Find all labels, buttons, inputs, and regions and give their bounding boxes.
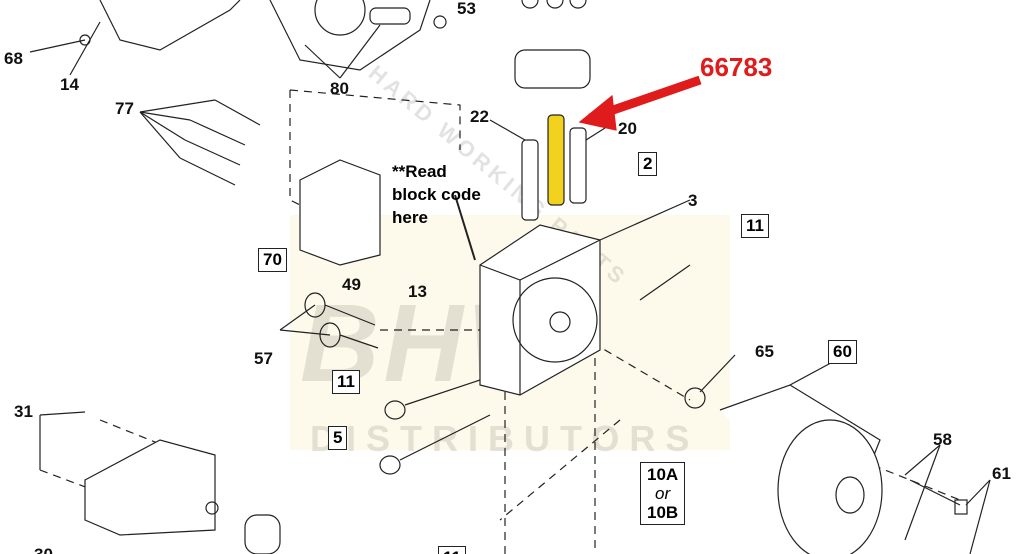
boxed-label-60: 60 bbox=[828, 340, 857, 364]
label-61: 61 bbox=[992, 464, 1011, 483]
highlighted-cartridge-66783 bbox=[547, 114, 565, 206]
watermark-bottom-text: DISTRIBUTORS bbox=[310, 418, 699, 460]
label-77: 77 bbox=[115, 99, 134, 118]
part-number-callout: 66783 bbox=[700, 52, 773, 82]
boxed-label-11-bottom: 11 bbox=[438, 546, 466, 554]
label-10b: 10B bbox=[647, 503, 679, 522]
note-line-1: **Read bbox=[392, 162, 447, 181]
label-or: or bbox=[655, 484, 671, 503]
label-14: 14 bbox=[60, 75, 79, 94]
label-20: 20 bbox=[618, 119, 637, 138]
label-49: 49 bbox=[342, 275, 361, 294]
label-3: 3 bbox=[688, 191, 698, 210]
boxed-label-10a-or-10b: 10A or 10B bbox=[640, 462, 686, 525]
boxed-label-5: 5 bbox=[328, 426, 348, 450]
boxed-label-2: 2 bbox=[638, 152, 658, 176]
note-line-2: block code bbox=[392, 185, 481, 204]
note-line-3: here bbox=[392, 208, 428, 227]
label-10a: 10A bbox=[647, 465, 679, 484]
label-65: 65 bbox=[755, 342, 774, 361]
label-30: 30 bbox=[34, 546, 53, 554]
boxed-label-70: 70 bbox=[258, 248, 287, 272]
label-13: 13 bbox=[408, 282, 427, 301]
label-68: 68 bbox=[4, 49, 23, 68]
boxed-label-11-right: 11 bbox=[741, 214, 769, 238]
label-53: 53 bbox=[457, 0, 476, 18]
label-22: 22 bbox=[470, 107, 489, 126]
label-57: 57 bbox=[254, 349, 273, 368]
label-80: 80 bbox=[330, 79, 349, 98]
read-block-code-note: **Read block code here bbox=[392, 160, 481, 229]
label-58: 58 bbox=[933, 430, 952, 449]
boxed-label-11-left: 11 bbox=[332, 370, 360, 394]
label-31: 31 bbox=[14, 402, 33, 421]
top-cover-part bbox=[99, 0, 241, 51]
